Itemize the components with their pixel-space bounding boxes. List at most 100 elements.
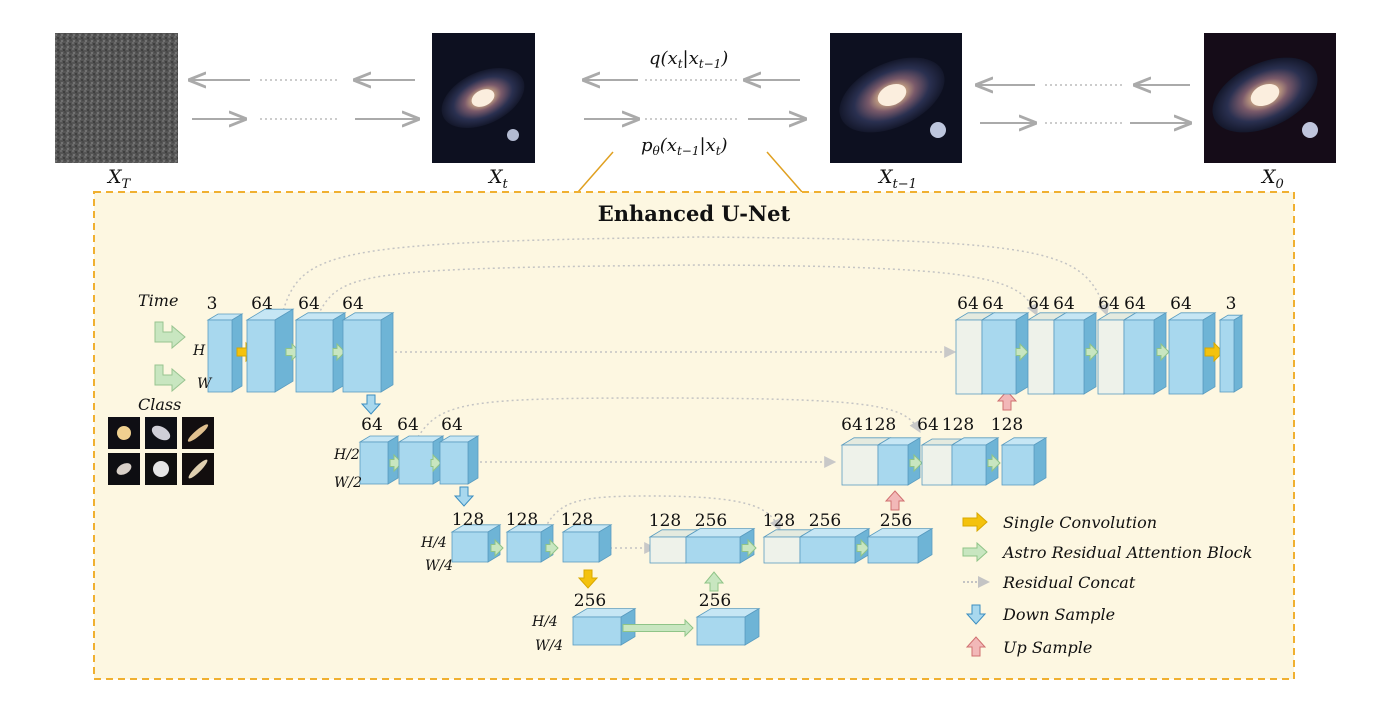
enc1-block-1 [245,308,295,393]
dec1-channel-4: 64 [1098,294,1120,314]
red-up-arrow-icon [965,636,987,657]
dec3-channel-1: 256 [695,511,727,531]
dec3-attn-arrow-2 [856,538,870,558]
dec1-attn-arrow-2 [1085,342,1099,362]
label-x0: X0 [1260,166,1284,192]
enc2-channel-1: 64 [397,415,419,435]
dim-W: W [197,376,213,392]
dec1-channel-3: 64 [1053,294,1075,314]
diffusion-row: q(xt|xt−1) pθ(xt−1|xt) XT Xt Xt−1 X0 [55,33,1336,193]
dec3-channel-0: 128 [649,511,681,531]
dec3-block-1 [684,527,756,564]
legend-item-residual-concat: Residual Concat [963,573,1136,592]
unet-panel [93,191,1295,680]
dec1-channel-1: 64 [982,294,1004,314]
enc2-attn-arrow-2 [430,453,442,473]
dim-H: H [192,343,206,359]
legend-item-down-sample: Down Sample [965,604,1115,625]
svg-text:Down Sample: Down Sample [1002,605,1115,624]
dotted-arrow-icon [978,576,990,588]
noise-image [55,33,178,163]
enc3-conv-down-arrow [577,569,599,589]
dec3-channel-3: 256 [809,511,841,531]
bottleneck-block-1 [695,607,761,646]
svg-text:Astro Residual Attention Block: Astro Residual Attention Block [1001,543,1252,562]
dim-H4b: H/4 [531,614,558,630]
bottleneck-channel-1: 256 [699,591,731,611]
dec1-attn-arrow-1 [1015,342,1029,362]
enc3-channel-0: 128 [452,510,484,530]
dec1-channel-5: 64 [1124,294,1146,314]
enc2-attn-arrow-1 [389,453,403,473]
enc1-block-0 [206,313,244,393]
dec2-up-arrow [996,390,1018,411]
enc2-block-0 [358,435,400,485]
enc1-block-3 [341,312,395,393]
enc3-block-0 [450,524,502,563]
svg-text:Single Convolution: Single Convolution [1003,513,1157,532]
galaxy-image-xt [432,33,535,163]
dec2-block-4 [1000,437,1048,486]
dec2-channel-4: 128 [991,415,1023,435]
bottleneck-channel-0: 256 [574,591,606,611]
svg-text:Residual Concat: Residual Concat [1002,573,1136,592]
bottleneck-attn-arrow [622,618,694,638]
dec3-block-4 [866,527,934,564]
enc1-channel-1: 64 [251,294,273,314]
dec3-attn-arrow-1 [741,538,757,558]
forward-process-label: q(xt|xt−1) [649,48,728,71]
dec1-channel-0: 64 [957,294,979,314]
reverse-process-label: pθ(xt−1|xt) [641,135,728,158]
class-input-arrow-icon [154,364,186,393]
galaxy-image-xt-1 [830,33,962,163]
dec2-channel-1: 128 [864,415,896,435]
enc3-attn-arrow-1 [490,538,504,558]
blue-down-arrow-icon [965,604,987,625]
enc1-attn-arrow-2 [332,342,346,362]
legend-item-single-convolution: Single Convolution [962,511,1157,533]
dec1-conv-arrow [1204,341,1224,363]
enc2-channel-2: 64 [441,415,463,435]
dec1-block-7 [1218,314,1244,393]
enc3-channel-2: 128 [561,510,593,530]
enc3-block-2 [561,524,613,563]
dec1-attn-arrow-3 [1156,342,1170,362]
class-thumbnails [108,417,214,485]
green-arrow-icon [962,541,988,563]
label-xt-1: Xt−1 [877,166,917,192]
dec2-channel-3: 128 [942,415,974,435]
enc1-down-arrow [360,394,382,415]
dec3-block-3 [798,527,871,564]
time-label: Time [138,291,178,310]
dec1-channel-2: 64 [1028,294,1050,314]
enc2-channel-0: 64 [361,415,383,435]
enc3-attn-arrow-2 [545,538,559,558]
enc2-down-arrow [453,486,475,507]
unet-title: Enhanced U-Net [598,201,791,226]
label-xt: Xt [487,166,509,192]
legend-item-attention-block: Astro Residual Attention Block [962,541,1252,563]
dim-H2: H/2 [333,447,360,463]
enc2-block-2 [438,435,480,485]
dec1-channel-6: 64 [1170,294,1192,314]
dim-W2: W/2 [334,475,362,491]
dec2-channel-2: 64 [917,415,939,435]
enc1-channel-0: 3 [207,294,218,314]
yellow-arrow-icon [962,511,988,533]
dec2-channel-0: 64 [841,415,863,435]
dec3-up-arrow [884,490,906,511]
dim-W4b: W/4 [535,638,563,654]
bottleneck-up-arrow [703,571,725,592]
enc3-channel-1: 128 [506,510,538,530]
dim-H4: H/4 [420,535,447,551]
bottleneck-block-0 [571,607,637,646]
legend-item-up-sample: Up Sample [965,636,1092,657]
dec3-channel-2: 128 [763,511,795,531]
class-label: Class [138,395,181,414]
dec3-channel-4: 256 [880,511,912,531]
dec1-channel-7: 3 [1226,294,1237,314]
skip-connections [281,236,1110,554]
dec2-attn-arrow-2 [987,453,1001,473]
